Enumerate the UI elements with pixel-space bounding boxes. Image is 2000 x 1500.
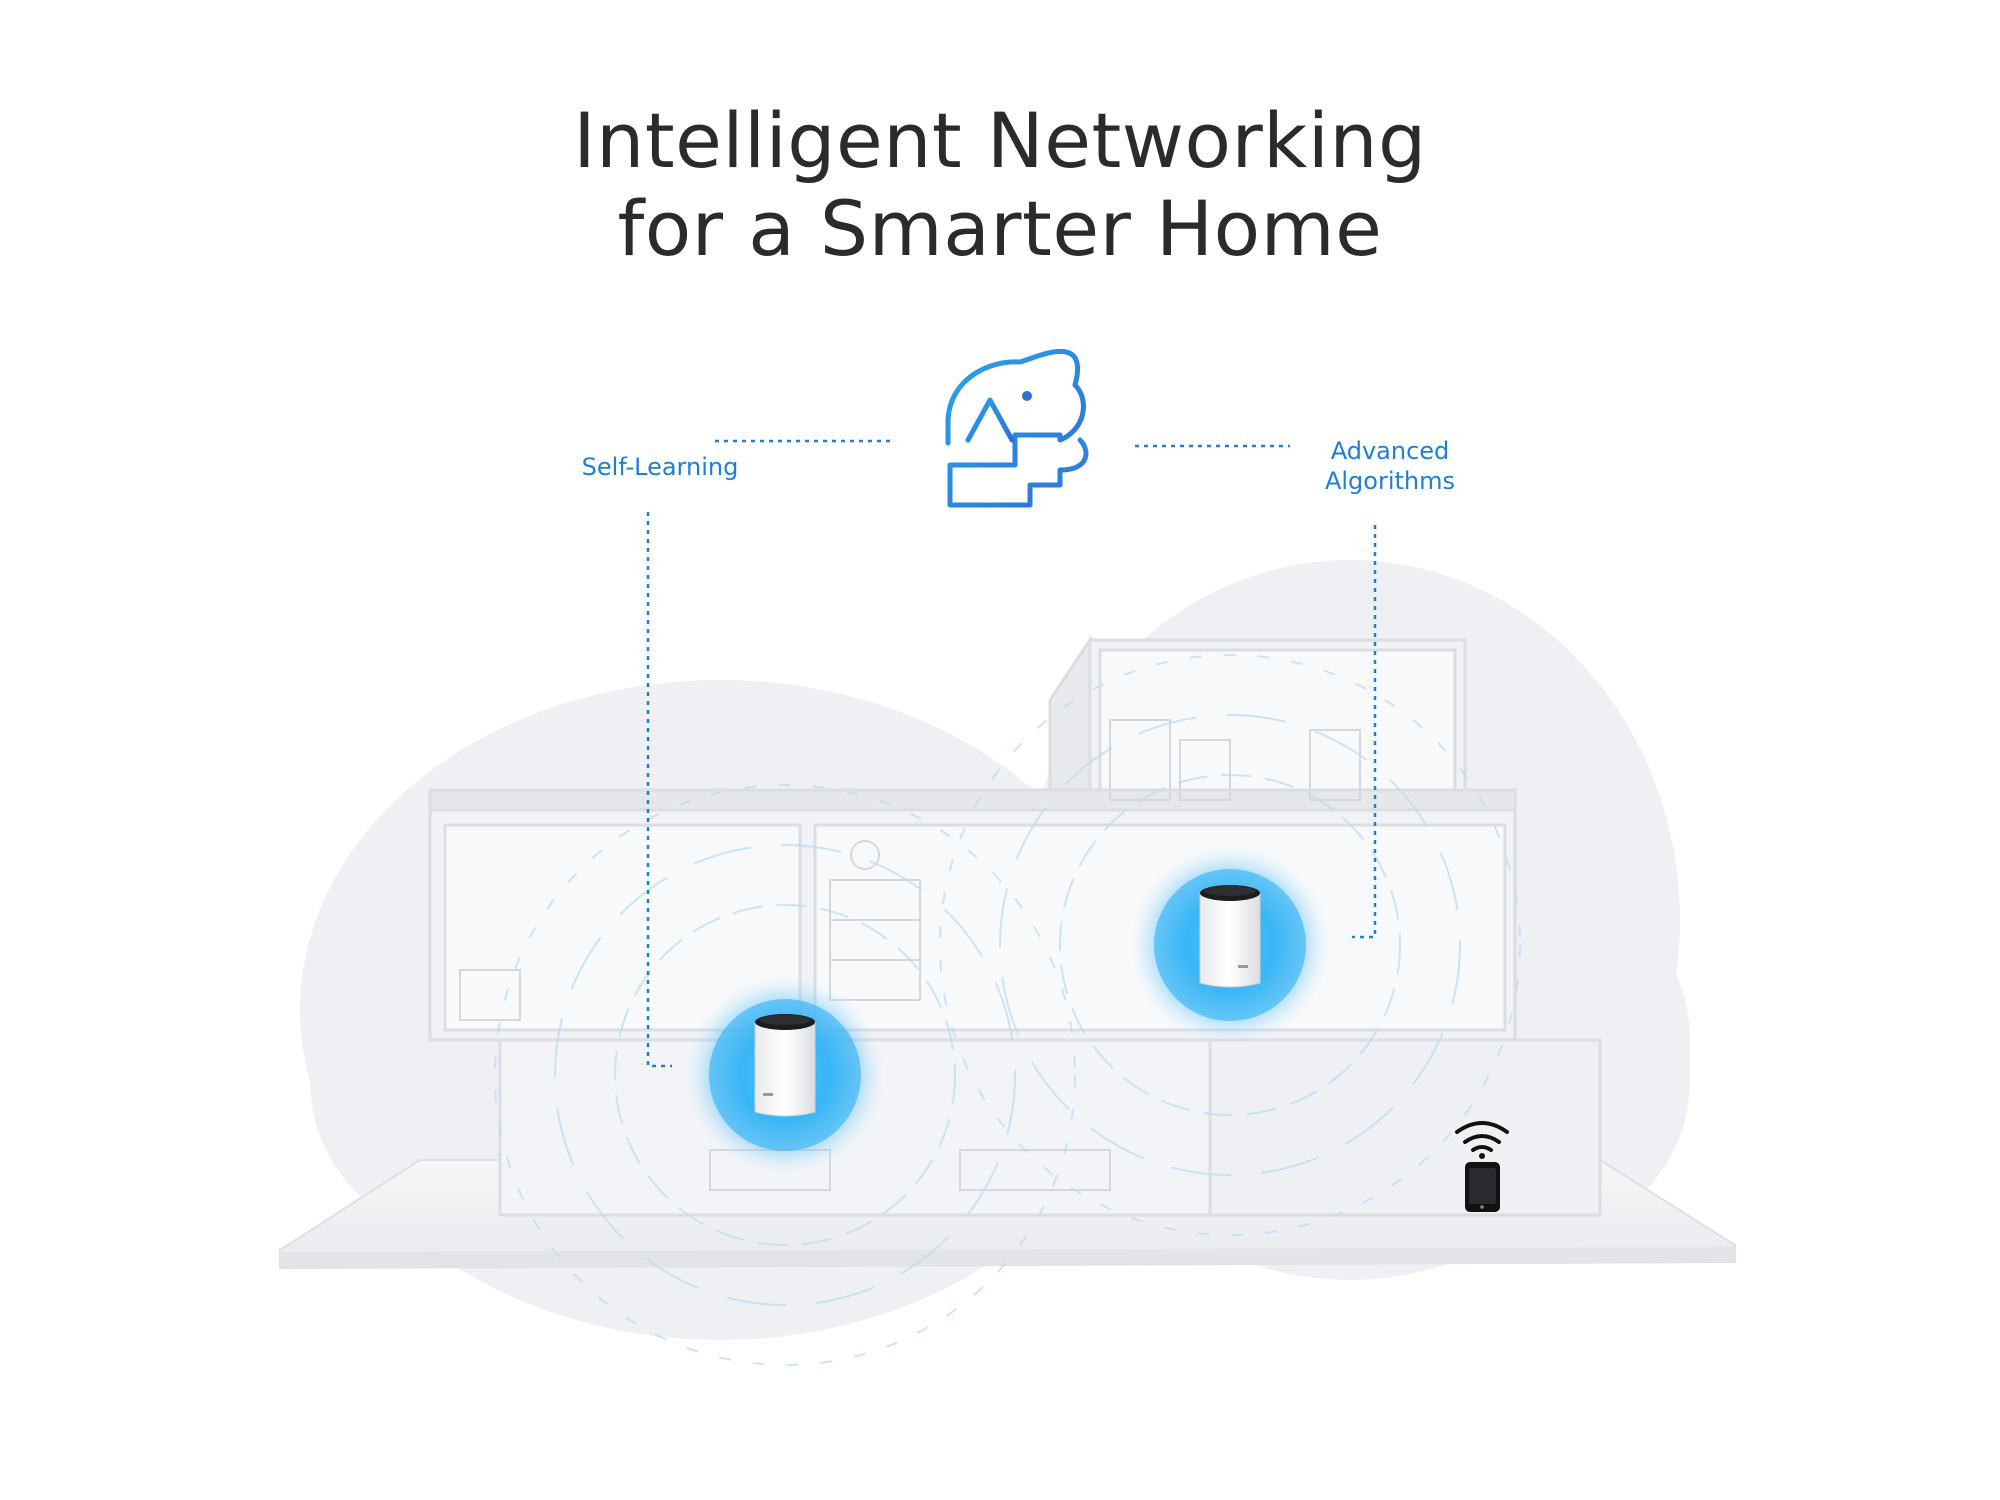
router-icon [1199,885,1261,988]
page-title-line-1: Intelligent Networking [573,96,1427,185]
signal-rings [494,654,1521,1366]
router-left [685,975,885,1175]
advanced-algorithms-line-2: Algorithms [1324,467,1456,495]
ai-head-icon [945,348,1089,508]
wifi-icon [1455,1121,1509,1159]
connector-lines [646,439,1377,1068]
advanced-algorithms-line-1: Advanced [1330,437,1450,465]
self-learning-label: Self-Learning [581,453,739,481]
smartphone-icon [1465,1162,1500,1212]
router-right [1130,845,1330,1045]
advanced-algorithms-label: Advanced Algorithms [1290,436,1490,496]
page-title-line-2: for a Smarter Home [617,184,1383,273]
router-icon [754,1014,816,1117]
